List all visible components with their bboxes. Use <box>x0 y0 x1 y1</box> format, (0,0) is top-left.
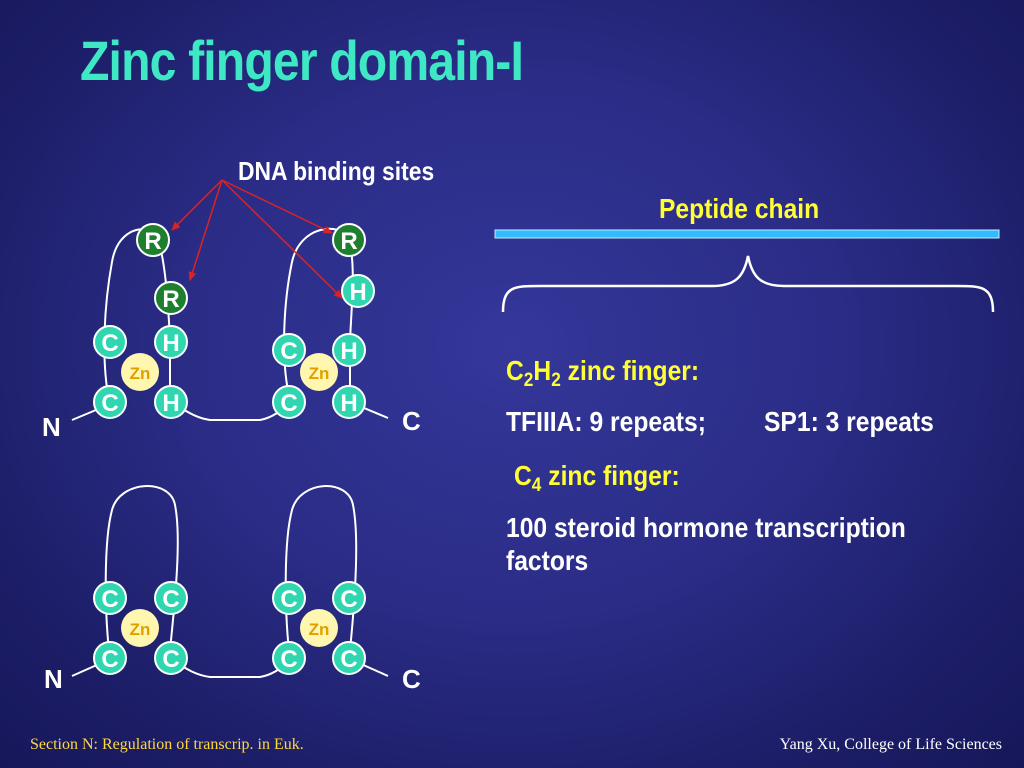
svg-text:C: C <box>280 338 297 365</box>
svg-text:C: C <box>280 586 297 613</box>
svg-text:C: C <box>280 646 297 673</box>
residue-c4-6: C <box>332 581 366 615</box>
c-terminus-1: C <box>402 406 421 436</box>
svg-text:C: C <box>340 586 357 613</box>
footer-right: Yang Xu, College of Life Sciences <box>779 736 1002 753</box>
svg-text:C: C <box>280 390 297 417</box>
tfiiia-text: TFIIIA: 9 repeats; <box>506 406 706 437</box>
residue-c4-2: C <box>154 581 188 615</box>
steroid-text-line1: 100 steroid hormone transcription <box>506 512 906 543</box>
residue-c4-5: C <box>272 581 306 615</box>
residue-h-4: H <box>332 385 366 419</box>
peptide-chain-label: Peptide chain <box>659 193 820 224</box>
zn-4: Zn <box>300 609 338 647</box>
svg-text:Zn: Zn <box>130 364 151 383</box>
backbone-1-mid <box>171 402 291 421</box>
svg-text:C: C <box>101 390 118 417</box>
steroid-text-line2: factors <box>506 545 589 576</box>
residue-h-1: H <box>154 325 188 359</box>
dna-binding-sites-label: DNA binding sites <box>238 156 435 186</box>
svg-text:R: R <box>144 228 161 255</box>
svg-text:Zn: Zn <box>309 364 330 383</box>
page-title: Zinc finger domain-I <box>80 29 524 92</box>
svg-text:Zn: Zn <box>309 620 330 639</box>
residue-r-mid-left: R <box>154 281 188 315</box>
svg-text:Zn: Zn <box>130 620 151 639</box>
backbone-2-mid <box>171 659 291 678</box>
zn-1: Zn <box>121 353 159 391</box>
residue-h-2: H <box>154 385 188 419</box>
residue-c4-7: C <box>272 641 306 675</box>
peptide-brace <box>501 255 995 313</box>
sp1-text: SP1: 3 repeats <box>764 406 934 437</box>
c4-heading: C4 zinc finger: <box>514 460 680 496</box>
svg-text:C: C <box>101 330 118 357</box>
n-terminus-2: N <box>44 664 63 694</box>
residue-c-3: C <box>272 333 306 367</box>
svg-text:C: C <box>162 586 179 613</box>
n-terminus-1: N <box>42 412 61 442</box>
residue-r-top-right: R <box>332 223 366 257</box>
svg-text:C: C <box>101 586 118 613</box>
residue-c4-3: C <box>93 641 127 675</box>
residue-c4-4: C <box>154 641 188 675</box>
svg-text:C: C <box>340 646 357 673</box>
residue-h-top-right: H <box>341 274 375 308</box>
c-terminus-2: C <box>402 664 421 694</box>
svg-text:C: C <box>101 646 118 673</box>
svg-text:H: H <box>340 338 357 365</box>
svg-text:R: R <box>340 228 357 255</box>
zn-2: Zn <box>300 353 338 391</box>
svg-text:C: C <box>162 646 179 673</box>
residue-c-1: C <box>93 325 127 359</box>
svg-text:H: H <box>162 390 179 417</box>
residue-c4-8: C <box>332 641 366 675</box>
peptide-chain-bar <box>494 229 1000 239</box>
residue-r-top-left: R <box>136 223 170 257</box>
dna-binding-arrows <box>171 179 343 299</box>
residue-h-3: H <box>332 333 366 367</box>
svg-text:H: H <box>340 390 357 417</box>
zn-3: Zn <box>121 609 159 647</box>
residue-c-2: C <box>93 385 127 419</box>
residue-c-4: C <box>272 385 306 419</box>
svg-text:H: H <box>349 279 366 306</box>
svg-text:H: H <box>162 330 179 357</box>
footer-left: Section N: Regulation of transcrip. in E… <box>30 736 304 753</box>
c2h2-heading: C2H2 zinc finger: <box>506 355 700 391</box>
residue-c4-1: C <box>93 581 127 615</box>
svg-text:R: R <box>162 286 179 313</box>
